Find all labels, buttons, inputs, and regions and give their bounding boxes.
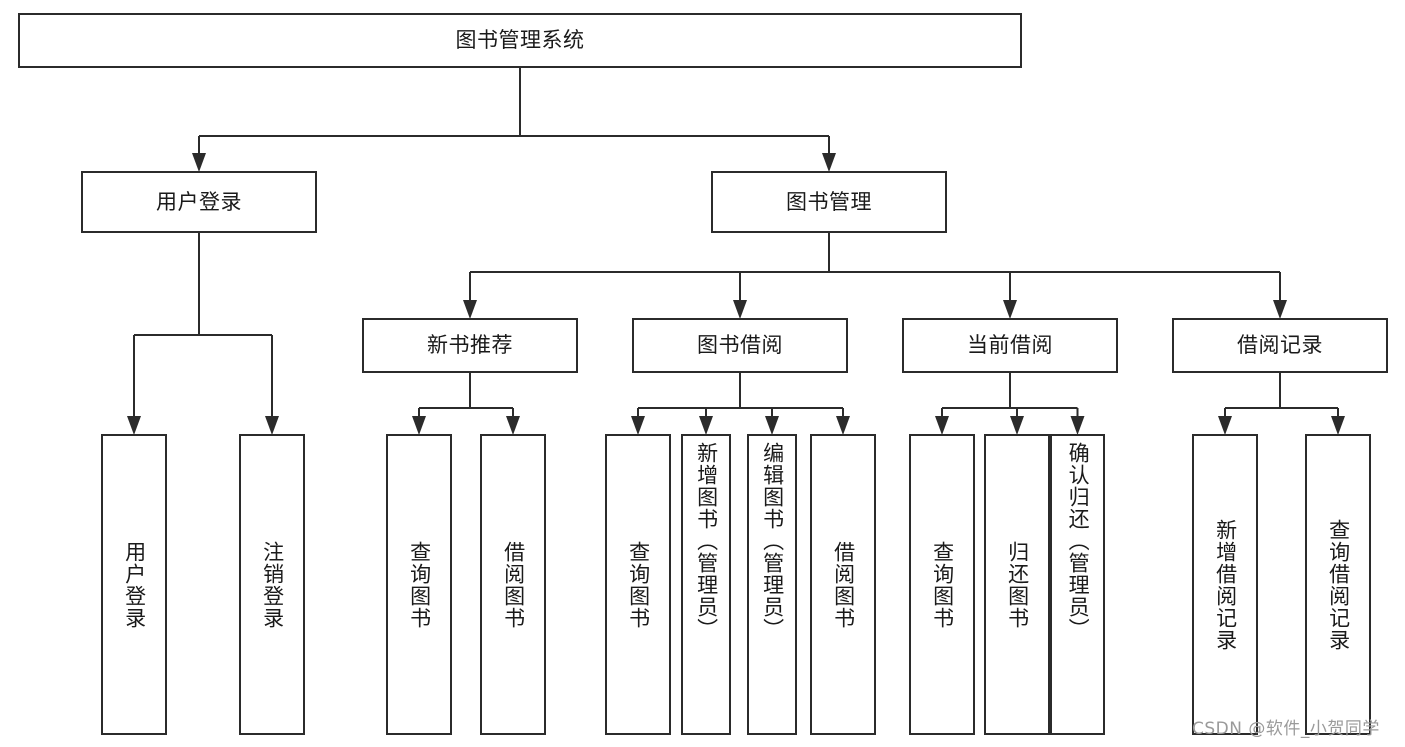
- node-label: 编辑图书（管理员）: [760, 442, 785, 640]
- node-l4-userlogin[interactable]: 用户登录: [101, 434, 167, 735]
- node-label: 图书管理系统: [455, 28, 585, 53]
- node-l4-editbook[interactable]: 编辑图书（管理员）: [747, 434, 797, 735]
- node-label: 图书借阅: [697, 333, 783, 358]
- node-l4-logout[interactable]: 注销登录: [239, 434, 305, 735]
- node-label: 借阅记录: [1237, 333, 1323, 358]
- node-l3-borrow[interactable]: 图书借阅: [632, 318, 848, 373]
- node-l2-login[interactable]: 用户登录: [81, 171, 317, 233]
- node-l4-queryrecord[interactable]: 查询借阅记录: [1305, 434, 1371, 735]
- node-label: 查询借阅记录: [1326, 518, 1351, 651]
- node-label: 借阅图书: [831, 540, 856, 629]
- node-l4-addrecord[interactable]: 新增借阅记录: [1192, 434, 1258, 735]
- csdn-watermark: CSDN @软件_小贺同学: [1192, 719, 1380, 739]
- node-l3-newbook[interactable]: 新书推荐: [362, 318, 578, 373]
- node-root[interactable]: 图书管理系统: [18, 13, 1022, 68]
- node-l3-record[interactable]: 借阅记录: [1172, 318, 1388, 373]
- node-label: 查询图书: [407, 540, 432, 629]
- node-label: 确认归还（管理员）: [1066, 442, 1091, 640]
- node-l3-current[interactable]: 当前借阅: [902, 318, 1118, 373]
- node-label: 查询图书: [626, 540, 651, 629]
- node-label: 新书推荐: [427, 333, 513, 358]
- node-l4-borrowbook2[interactable]: 借阅图书: [810, 434, 876, 735]
- node-l2-book[interactable]: 图书管理: [711, 171, 947, 233]
- node-label: 用户登录: [122, 540, 147, 629]
- node-l4-returnbook[interactable]: 归还图书: [984, 434, 1050, 735]
- node-label: 归还图书: [1005, 540, 1030, 629]
- node-label: 用户登录: [156, 189, 242, 214]
- node-label: 借阅图书: [501, 540, 526, 629]
- node-label: 查询图书: [930, 540, 955, 629]
- node-l4-querybook3[interactable]: 查询图书: [909, 434, 975, 735]
- node-label: 当前借阅: [967, 333, 1053, 358]
- node-l4-borrowbook1[interactable]: 借阅图书: [480, 434, 546, 735]
- node-l4-querybook1[interactable]: 查询图书: [386, 434, 452, 735]
- node-l4-addbook[interactable]: 新增图书（管理员）: [681, 434, 731, 735]
- node-label: 注销登录: [260, 540, 285, 629]
- node-label: 新增借阅记录: [1213, 518, 1238, 651]
- node-label: 图书管理: [786, 189, 872, 214]
- node-l4-querybook2[interactable]: 查询图书: [605, 434, 671, 735]
- node-label: 新增图书（管理员）: [694, 442, 719, 640]
- node-l4-confirm[interactable]: 确认归还（管理员）: [1050, 434, 1105, 735]
